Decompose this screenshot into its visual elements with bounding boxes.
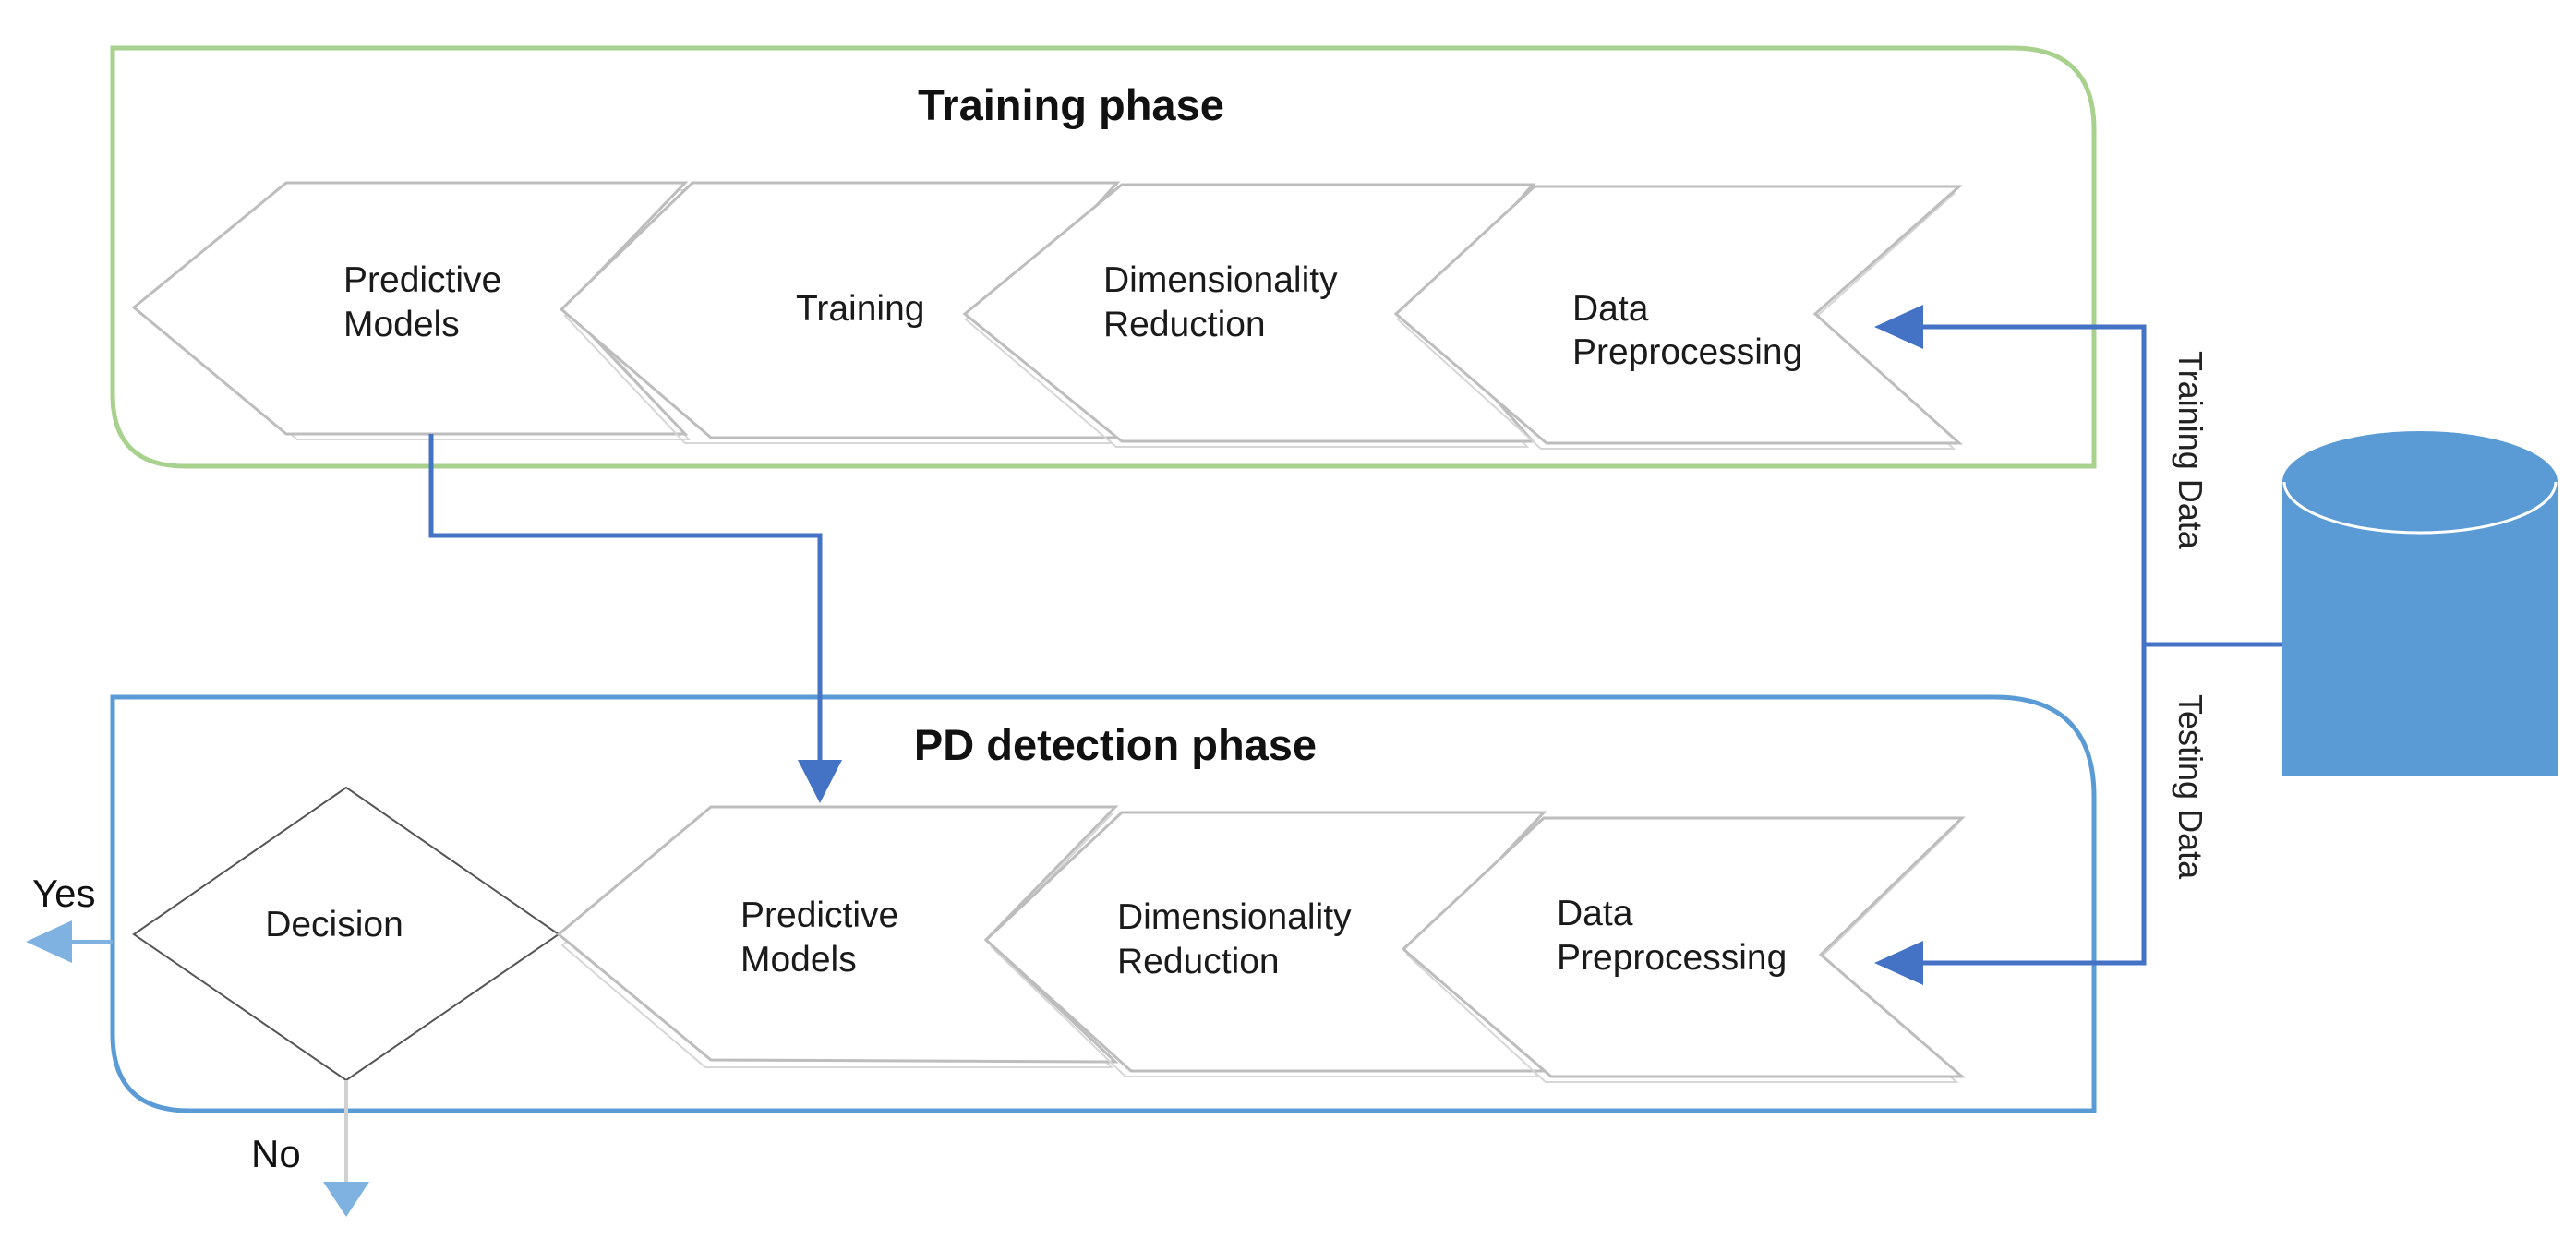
training-step-1-line1: Predictive: [343, 260, 501, 300]
detection-step-3-line1: Data: [1557, 894, 1633, 933]
training-step-1-line2: Models: [343, 305, 460, 344]
yes-outcome: Yes: [26, 872, 113, 963]
detection-phase-title: PD detection phase: [914, 720, 1317, 769]
training-phase-box: Training phase: [110, 45, 2097, 469]
training-step-dimensionality-reduction: Dimensionality Reduction: [962, 183, 1536, 448]
training-phase-title: Training phase: [918, 80, 1224, 129]
training-data-arrow: [1919, 324, 2147, 644]
no-outcome: No: [251, 1080, 369, 1217]
detection-step-dimensionality-reduction: Dimensionality Reduction: [983, 811, 1547, 1077]
training-data-label: Training Data: [2172, 351, 2209, 550]
decision-diamond: Decision: [132, 786, 560, 1082]
no-label: No: [251, 1132, 301, 1175]
training-step-3-line1: Dimensionality: [1103, 260, 1338, 300]
model-transfer-arrow: [428, 434, 823, 762]
detection-step-1-line2: Models: [740, 940, 857, 980]
detection-phase-box: PD detection phase: [110, 694, 2097, 1113]
testing-data-arrow: [1919, 644, 2147, 966]
testing-data-arrowhead: [1874, 941, 1923, 985]
training-step-4-line2: Preprocessing: [1572, 332, 1802, 372]
database-icon: [2282, 431, 2558, 776]
training-step-predictive-models: Predictive Models: [131, 181, 692, 440]
detection-step-2-line2: Reduction: [1117, 942, 1280, 981]
detection-step-2-line1: Dimensionality: [1117, 897, 1352, 937]
training-step-training: Training: [559, 181, 1121, 444]
decision-label: Decision: [265, 905, 403, 944]
detection-step-predictive-models: Predictive Models: [556, 805, 1119, 1068]
model-transfer-arrowhead: [798, 760, 842, 803]
training-step-2-line1: Training: [796, 289, 924, 329]
testing-data-label: Testing Data: [2172, 694, 2209, 880]
detection-step-3-line2: Preprocessing: [1557, 938, 1787, 978]
yes-label: Yes: [32, 872, 96, 915]
detection-step-1-line1: Predictive: [740, 896, 898, 935]
training-step-3-line2: Reduction: [1103, 305, 1266, 344]
training-step-data-preprocessing: Data Preprocessing: [1393, 185, 1963, 450]
training-data-arrowhead: [1874, 305, 1923, 349]
training-step-4-line1: Data: [1572, 289, 1649, 329]
detection-step-data-preprocessing: Data Preprocessing: [1401, 816, 1967, 1083]
